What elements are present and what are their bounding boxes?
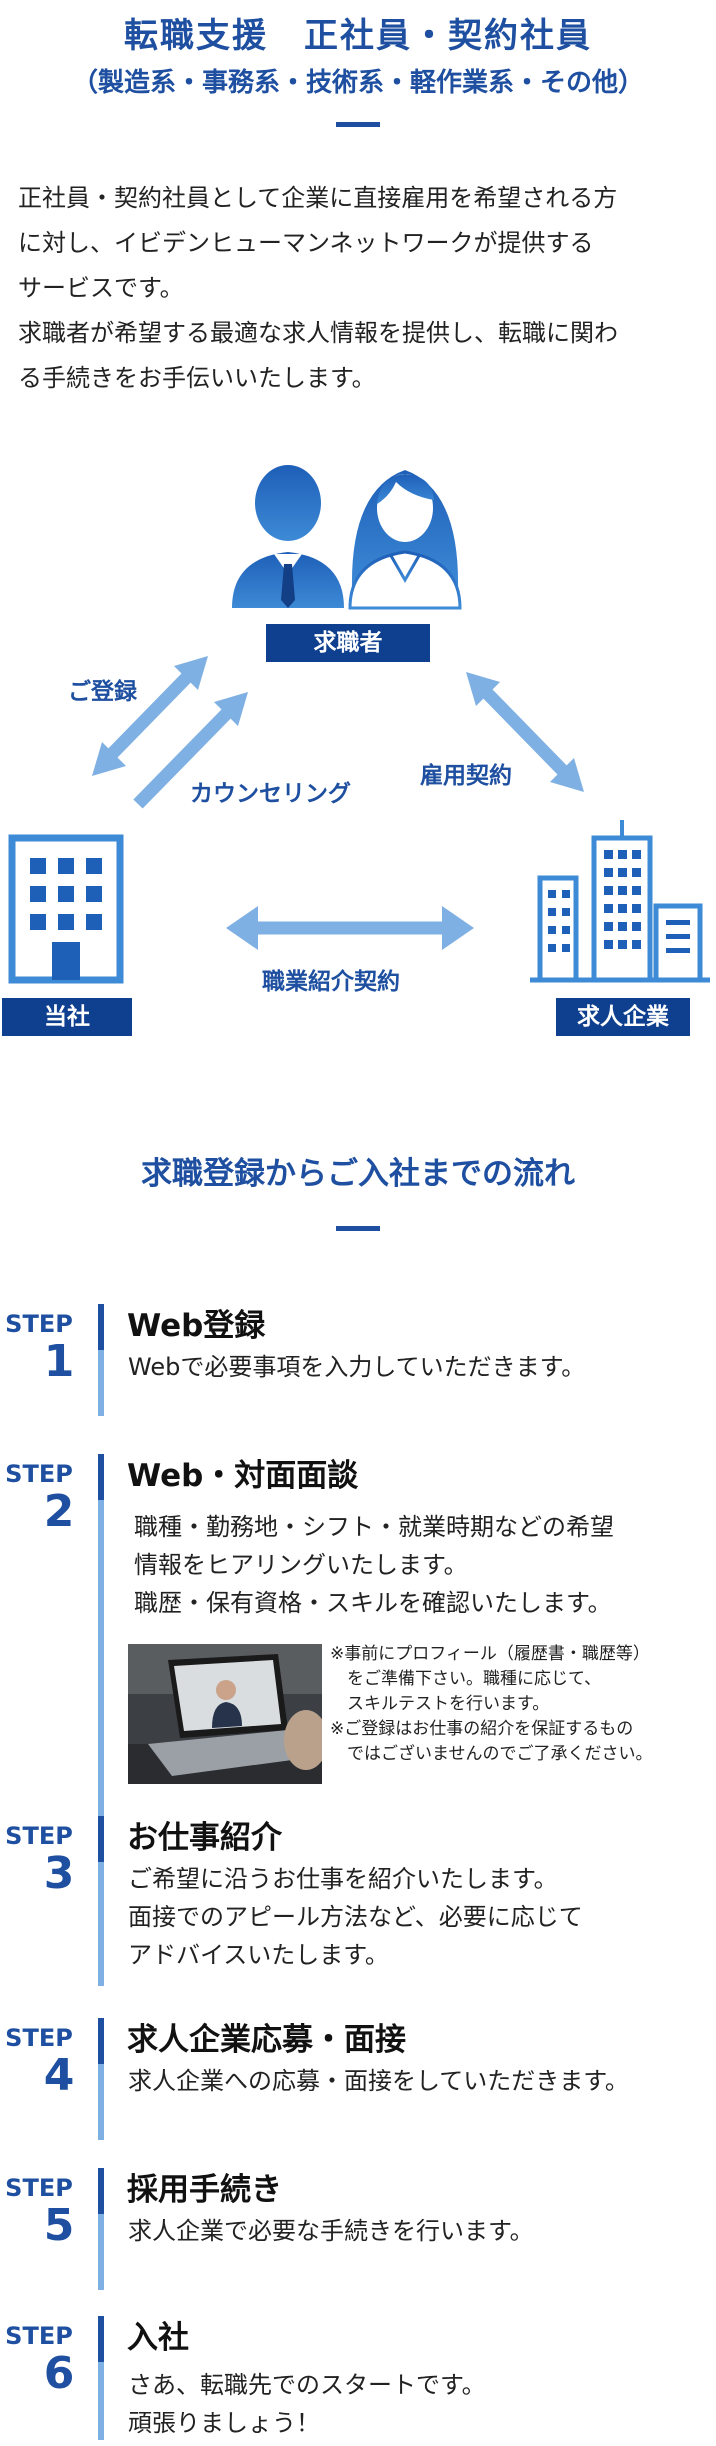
step-number: 1 xyxy=(43,1336,75,1387)
step-line-top xyxy=(98,1454,104,1500)
woman-icon xyxy=(348,470,462,610)
step-line-bottom xyxy=(98,2214,104,2290)
step-line: 求人企業で必要な手続きを行います。 xyxy=(128,2217,534,2245)
registration-arrow xyxy=(92,656,208,776)
step-line: アドバイスいたします。 xyxy=(128,1941,389,1969)
intro-line: 求職者が希望する最適な求人情報を提供し、転職に関わ xyxy=(18,319,618,347)
office-building-icon xyxy=(8,834,124,984)
step-word: STEP xyxy=(5,1310,73,1338)
company-label: 当社 xyxy=(2,998,132,1036)
step-line-top xyxy=(98,2018,104,2064)
step-word: STEP xyxy=(5,1822,73,1850)
step-line-top xyxy=(98,1816,104,1862)
step-number: 2 xyxy=(43,1486,75,1537)
registration-label: ご登録 xyxy=(68,679,137,705)
job-seeker-label: 求職者 xyxy=(266,624,430,662)
step-line-bottom xyxy=(98,1862,104,1986)
step-description: ご希望に沿うお仕事を紹介いたします。 面接でのアピール方法など、必要に応じて ア… xyxy=(128,1860,583,1974)
counseling-arrow xyxy=(133,692,248,809)
step-title: 採用手続き xyxy=(127,2172,282,2208)
employer-label: 求人企業 xyxy=(556,998,690,1036)
step-line: 情報をヒアリングいたします。 xyxy=(134,1551,468,1579)
service-diagram: 求職者 当社 求人企業 ご登録 カウンセリング 雇用契約 職業紹介契約 xyxy=(0,440,716,1060)
step-description: さあ、転職先でのスタートです。 頑張りましょう！ xyxy=(128,2366,486,2442)
counseling-label: カウンセリング xyxy=(190,781,351,807)
step-description: 求人企業への応募・面接をしていただきます。 xyxy=(128,2062,629,2100)
intro-line: サービスです。 xyxy=(18,274,184,302)
step-title: Web・対面面談 xyxy=(127,1458,359,1494)
step-line-top xyxy=(98,2168,104,2214)
diagram-graphics xyxy=(8,465,710,984)
intro-line: る手続きをお手伝いいたします。 xyxy=(18,364,376,392)
skyscraper-icon xyxy=(530,820,710,983)
step-number: 4 xyxy=(43,2050,75,2101)
step-description: Webで必要事項を入力していただきます。 xyxy=(128,1348,585,1386)
note-line: スキルテストを行います。 xyxy=(330,1694,550,1714)
page-subtitle: （製造系・事務系・技術系・軽作業系・その他） xyxy=(71,68,644,98)
step-line-top xyxy=(98,2316,104,2362)
intro-line: に対し、イビデンヒューマンネットワークが提供する xyxy=(18,229,594,257)
step-title: Web登録 xyxy=(127,1308,266,1344)
flow-title-underline xyxy=(336,1226,380,1231)
step-description: 求人企業で必要な手続きを行います。 xyxy=(128,2212,534,2250)
step-line-bottom xyxy=(98,1500,104,1836)
step-line: 職歴・保有資格・スキルを確認いたします。 xyxy=(134,1589,612,1617)
man-icon xyxy=(232,465,344,608)
step-word: STEP xyxy=(5,1460,73,1488)
step-number: 5 xyxy=(43,2200,75,2251)
flow-title: 求職登録からご入社までの流れ xyxy=(141,1156,575,1192)
step-line: さあ、転職先でのスタートです。 xyxy=(128,2371,486,2399)
intro-line: 正社員・契約社員として企業に直接雇用を希望される方 xyxy=(18,184,618,212)
step-title: 求人企業応募・面接 xyxy=(127,2022,406,2058)
step-line: 求人企業への応募・面接をしていただきます。 xyxy=(128,2067,629,2095)
step-title: 入社 xyxy=(127,2320,189,2356)
step-number: 3 xyxy=(43,1848,75,1899)
step-line: Webで必要事項を入力していただきます。 xyxy=(128,1353,586,1381)
video-call-photo xyxy=(128,1644,322,1784)
placement-contract-label: 職業紹介契約 xyxy=(262,969,400,995)
step-number: 6 xyxy=(43,2348,75,2399)
employment-contract-arrow xyxy=(466,672,584,792)
placement-contract-arrow xyxy=(226,906,474,950)
step-2-notes: ※事前にプロフィール（履歴書・職歴等） をご準備下さい。職種に応じて、 スキルテ… xyxy=(330,1642,653,1767)
note-line: ではございませんのでご了承ください。 xyxy=(330,1744,653,1764)
step-line-bottom xyxy=(98,2064,104,2140)
step-line-top xyxy=(98,1304,104,1350)
note-line: ※ご登録はお仕事の紹介を保証するもの xyxy=(330,1719,634,1739)
page-title: 転職支援 正社員・契約社員 xyxy=(124,16,592,56)
title-underline xyxy=(336,122,380,127)
step-word: STEP xyxy=(5,2174,73,2202)
step-line: 職種・勤務地・シフト・就業時期などの希望 xyxy=(134,1513,614,1541)
step-line-bottom xyxy=(98,2362,104,2440)
note-line: ※事前にプロフィール（履歴書・職歴等） xyxy=(330,1644,650,1664)
step-line: 面接でのアピール方法など、必要に応じて xyxy=(128,1903,583,1931)
step-description: 職種・勤務地・シフト・就業時期などの希望 情報をヒアリングいたします。 職歴・保… xyxy=(134,1508,614,1622)
step-word: STEP xyxy=(5,2322,73,2350)
step-line: ご希望に沿うお仕事を紹介いたします。 xyxy=(128,1865,558,1893)
intro-text: 正社員・契約社員として企業に直接雇用を希望される方 に対し、イビデンヒューマンネ… xyxy=(18,176,708,401)
step-word: STEP xyxy=(5,2024,73,2052)
step-line-bottom xyxy=(98,1350,104,1416)
note-line: をご準備下さい。職種に応じて、 xyxy=(330,1669,602,1689)
employment-contract-label: 雇用契約 xyxy=(420,763,512,789)
step-title: お仕事紹介 xyxy=(127,1820,282,1856)
step-line: 頑張りましょう！ xyxy=(128,2409,320,2437)
